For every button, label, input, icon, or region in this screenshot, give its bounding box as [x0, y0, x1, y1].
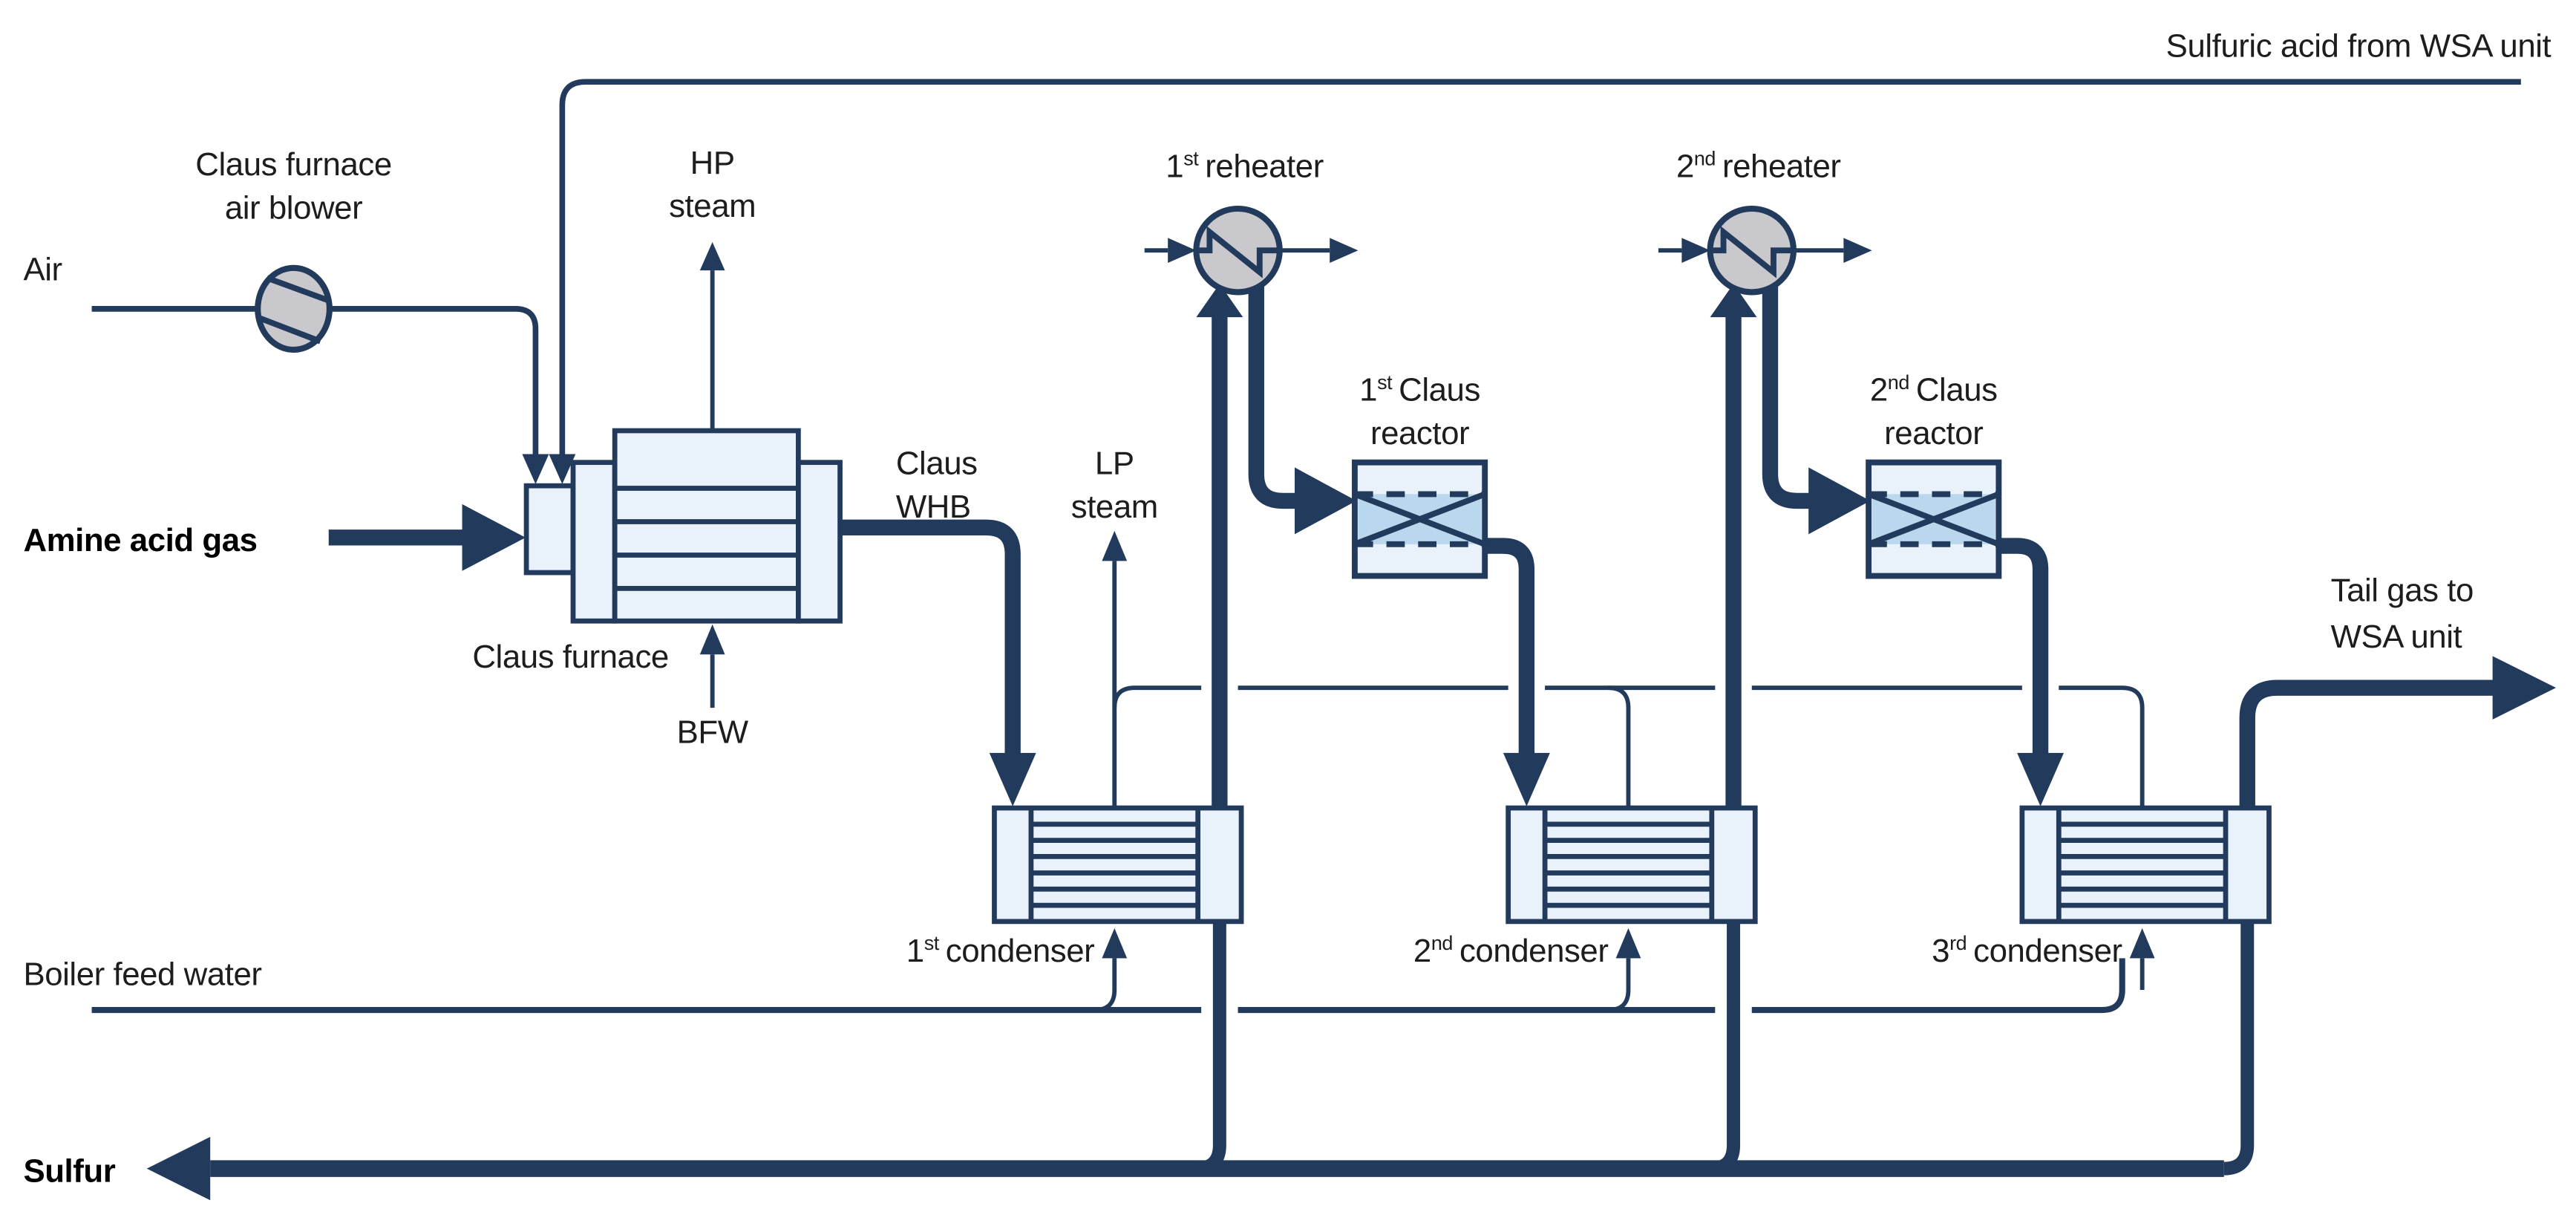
bfw-branch-1: [1094, 958, 1117, 1012]
whb-outlet-line: [839, 519, 1021, 755]
tail-gas-label-line1: Tail gas to: [2331, 572, 2474, 608]
lp-steam-label-line1: LP: [1095, 445, 1134, 481]
claus-whb-label-line1: Claus: [896, 445, 978, 481]
condenser1-inlet-arrowhead: [989, 752, 1036, 806]
claus-reactor2-icon: [1866, 459, 2002, 579]
bfw-branch-2: [1608, 958, 1631, 1012]
bfw-branch1-arrowhead: [1102, 928, 1128, 959]
air-line: [91, 306, 539, 454]
condenser3-icon: [2019, 805, 2272, 925]
sulfur-arrowhead: [146, 1136, 211, 1201]
hp-steam-label-line2: steam: [669, 188, 756, 224]
whb-tube-lines: [615, 486, 799, 591]
reheater1-utility-in-arrowhead: [1168, 238, 1197, 264]
air-blower-label-line1: Claus furnace: [195, 146, 391, 183]
condenser2-inlet-arrowhead: [1503, 752, 1550, 806]
reactor2-outlet-line: [1998, 538, 2049, 755]
hp-steam-label-line1: HP: [690, 145, 735, 181]
reheater1-coil: [1196, 226, 1280, 278]
reheater2-inlet-arrowhead: [1710, 284, 1757, 318]
condenser3-inlet-arrowhead: [2017, 752, 2065, 806]
lp-steam-header: [1112, 685, 2145, 809]
hp-steam-arrowhead: [699, 241, 725, 271]
air-blower-vanes: [258, 275, 330, 345]
reheater2-utility-out-arrowhead: [1843, 238, 1872, 264]
claus-furnace-inlet-box: [523, 483, 576, 576]
bfw-header: [91, 958, 2125, 1014]
reactor2-label-line2: reactor: [1884, 415, 1983, 452]
condenser1-sulfur-drain: [1195, 921, 1226, 1176]
claus-whb-label-line2: WHB: [896, 489, 971, 525]
reheater2-coil: [1710, 226, 1794, 278]
air-blower-icon: [255, 264, 333, 353]
sulfuric-acid-label: Sulfuric acid from WSA unit: [2166, 27, 2552, 64]
condenser1-icon: [992, 805, 1244, 925]
tail-gas-arrowhead: [2492, 656, 2557, 720]
reheater2-outlet-line: [1762, 284, 1812, 509]
air-label: Air: [23, 252, 62, 288]
reheater2-utility-in-arrowhead: [1681, 238, 1710, 264]
bfw-arrowhead: [699, 624, 725, 655]
furnace-right-header: [796, 460, 843, 624]
air-blower-label-line2: air blower: [225, 189, 362, 226]
tail-gas-line: [2239, 679, 2497, 809]
reactor1-outlet-line: [1485, 538, 1535, 755]
sulfuric-acid-line: [559, 79, 2521, 454]
claus-reactor1-icon: [1351, 459, 1488, 579]
bfw-label: BFW: [677, 714, 749, 750]
reheater1-utility-out-arrowhead: [1330, 238, 1359, 264]
lp-steam-riser-2: [1608, 685, 1631, 809]
claus-furnace-label: Claus furnace: [472, 639, 668, 675]
sulfuric-acid-arrowhead: [549, 454, 576, 484]
whb-shell: [612, 428, 801, 624]
reactor1-inlet-arrowhead: [1294, 467, 1357, 535]
bfw-branch3-arrowhead: [2129, 928, 2155, 959]
boiler-feed-water-label: Boiler feed water: [23, 956, 261, 992]
reactor2-inlet-arrowhead: [1808, 467, 1871, 535]
furnace-left-header: [570, 460, 618, 624]
sulfur-label: Sulfur: [23, 1153, 115, 1190]
air-arrowhead: [522, 454, 549, 484]
lp-steam-arrowhead: [1102, 530, 1128, 561]
condenser2-sulfur-drain: [1710, 921, 1741, 1176]
reheater1-inlet-arrowhead: [1196, 284, 1243, 318]
amine-acid-gas-arrowhead: [462, 503, 526, 571]
amine-acid-gas-label: Amine acid gas: [23, 522, 257, 558]
lp-steam-label-line2: steam: [1071, 489, 1158, 525]
condenser2-icon: [1506, 805, 1758, 925]
condenser3-sulfur-drain: [2223, 921, 2255, 1176]
reactor1-label-line2: reactor: [1370, 415, 1469, 452]
bfw-branch2-arrowhead: [1615, 928, 1641, 959]
tail-gas-label-line2: WSA unit: [2331, 619, 2462, 655]
reheater1-outlet-line: [1248, 284, 1298, 509]
